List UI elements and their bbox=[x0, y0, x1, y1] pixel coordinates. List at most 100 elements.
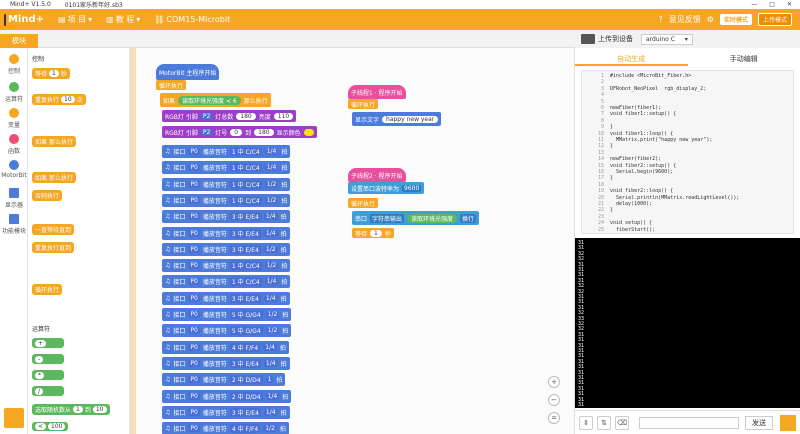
autoscroll-icon[interactable]: ⇕ bbox=[579, 415, 593, 430]
note-beat-dropdown[interactable]: 1/4 bbox=[263, 408, 278, 416]
note-pin-dropdown[interactable]: P0 bbox=[188, 164, 200, 172]
note-pin-dropdown[interactable]: P0 bbox=[188, 359, 200, 367]
category-control[interactable]: 控制 bbox=[0, 54, 28, 75]
palette-wait-until-block[interactable]: 一直等待直到 bbox=[32, 224, 75, 235]
note-beat-dropdown[interactable]: 1/4 bbox=[263, 294, 278, 302]
note-pin-dropdown[interactable]: P0 bbox=[188, 229, 200, 237]
palette-if-block[interactable]: 如果那么执行 bbox=[32, 136, 77, 147]
note-beat-dropdown[interactable]: 1 bbox=[265, 376, 274, 384]
clear-icon[interactable]: ⌫ bbox=[615, 415, 629, 430]
note-pitch-dropdown[interactable]: 3 中 E/E4 bbox=[229, 228, 261, 238]
note-beat-dropdown[interactable]: 1/2 bbox=[264, 262, 279, 270]
note-pitch-dropdown[interactable]: 4 中 F/F4 bbox=[229, 424, 261, 434]
help-icon[interactable]: ? bbox=[658, 15, 663, 24]
upload-mode-button[interactable]: 上传模式 bbox=[757, 13, 792, 26]
category-display[interactable]: 显示器 bbox=[0, 188, 28, 209]
palette-div-block[interactable]: / bbox=[32, 386, 64, 396]
sub1-hat-block[interactable]: 子线程1 · 程序开始 bbox=[348, 85, 406, 99]
note-pin-dropdown[interactable]: P0 bbox=[188, 262, 200, 270]
close-icon[interactable]: ✕ bbox=[786, 1, 792, 8]
condition-lt[interactable]: 读取环境光强度 < 6 bbox=[178, 95, 241, 105]
note-beat-dropdown[interactable]: 1/4 bbox=[264, 148, 279, 155]
note-beat-dropdown[interactable]: 1/2 bbox=[263, 425, 277, 433]
sub2-hat-block[interactable]: 子线程2 · 程序开始 bbox=[348, 168, 406, 182]
note-pitch-dropdown[interactable]: 1 中 C/C4 bbox=[229, 277, 262, 287]
note-pitch-dropdown[interactable]: 1 中 C/C4 bbox=[229, 147, 262, 156]
board-select[interactable]: arduino C▾ bbox=[641, 33, 693, 45]
menu-project[interactable]: ▤项 目▾ bbox=[58, 15, 93, 24]
note-pin-dropdown[interactable]: P0 bbox=[188, 392, 200, 400]
zoom-out-icon[interactable]: − bbox=[548, 394, 560, 406]
note-pitch-dropdown[interactable]: 1 中 C/C4 bbox=[229, 195, 262, 205]
note-beat-dropdown[interactable]: 1/4 bbox=[263, 343, 277, 351]
tab-manual-edit[interactable]: 手动编辑 bbox=[729, 55, 758, 63]
maximize-icon[interactable]: □ bbox=[769, 1, 775, 8]
feedback-link[interactable]: 意见反馈 bbox=[668, 15, 701, 24]
sub2-loop-block[interactable]: 循环执行 bbox=[348, 198, 379, 208]
palette-mul-block[interactable]: * bbox=[32, 370, 64, 380]
palette-repeat-until-block[interactable]: 重复执行直到 bbox=[32, 242, 75, 253]
note-beat-dropdown[interactable]: 1/4 bbox=[264, 164, 279, 172]
category-operators[interactable]: 运算符 bbox=[0, 82, 28, 103]
category-modules[interactable]: 功能模块 bbox=[0, 214, 28, 235]
palette-if-else-block[interactable]: 如果那么执行 bbox=[32, 172, 77, 183]
zoom-reset-icon[interactable]: = bbox=[548, 412, 560, 424]
realtime-mode-button[interactable]: 实时模式 bbox=[719, 14, 752, 25]
note-pin-dropdown[interactable]: P0 bbox=[188, 278, 200, 286]
note-pin-dropdown[interactable]: P0 bbox=[188, 213, 200, 221]
hex-icon[interactable]: ⇅ bbox=[597, 415, 611, 430]
note-pin-dropdown[interactable]: P0 bbox=[188, 343, 200, 351]
note-pin-dropdown[interactable]: P0 bbox=[188, 148, 200, 155]
note-pin-dropdown[interactable]: P0 bbox=[188, 376, 200, 384]
sub2-serial-block[interactable]: 串口字符串输出读取环境光强度换行 bbox=[352, 211, 480, 225]
note-pitch-dropdown[interactable]: 1 中 C/C4 bbox=[229, 261, 262, 271]
note-pin-dropdown[interactable]: P0 bbox=[188, 408, 200, 416]
settings-icon[interactable]: ⚙ bbox=[706, 15, 714, 24]
note-pitch-dropdown[interactable]: 3 中 E/E4 bbox=[229, 293, 261, 303]
menu-tutorial[interactable]: ▥教 程▾ bbox=[106, 15, 141, 24]
note-pitch-dropdown[interactable]: 3 中 E/E4 bbox=[229, 358, 261, 368]
note-pitch-dropdown[interactable]: 3 中 E/E4 bbox=[229, 212, 261, 222]
note-pin-dropdown[interactable]: P0 bbox=[188, 294, 200, 302]
note-pin-dropdown[interactable]: P0 bbox=[188, 311, 200, 318]
tab-auto-generate[interactable]: 自动生成 bbox=[575, 52, 688, 66]
serial-input[interactable] bbox=[639, 416, 739, 429]
note-pitch-dropdown[interactable]: 2 中 D/D4 bbox=[229, 375, 263, 385]
note-beat-dropdown[interactable]: 1/2 bbox=[264, 196, 279, 204]
note-pitch-dropdown[interactable]: 2 中 D/D4 bbox=[229, 391, 263, 401]
note-pitch-dropdown[interactable]: 3 中 E/E4 bbox=[229, 244, 261, 254]
upload-button[interactable]: 上传到设备 bbox=[598, 35, 633, 43]
note-pin-dropdown[interactable]: P0 bbox=[188, 196, 200, 204]
sub1-loop-block[interactable]: 循环执行 bbox=[348, 99, 379, 109]
note-pin-dropdown[interactable]: P0 bbox=[188, 327, 200, 335]
palette-lt-block[interactable]: <100 bbox=[32, 422, 69, 431]
note-pitch-dropdown[interactable]: 3 中 E/E4 bbox=[229, 407, 261, 417]
note-beat-dropdown[interactable]: 1/2 bbox=[265, 311, 280, 318]
category-functions[interactable]: 函数 bbox=[0, 134, 28, 155]
code-workspace[interactable]: MotorBit 主程序开始 循环执行 如果 读取环境光强度 < 6 那么执行 … bbox=[130, 48, 575, 434]
category-motorbit[interactable]: MotorBit bbox=[0, 160, 28, 179]
note-pitch-dropdown[interactable]: 1 中 C/C4 bbox=[229, 163, 262, 173]
note-pitch-dropdown[interactable]: 4 中 F/F4 bbox=[229, 342, 261, 352]
note-beat-dropdown[interactable]: 1/4 bbox=[263, 213, 278, 221]
main-loop-block[interactable]: 循环执行 bbox=[156, 80, 187, 90]
